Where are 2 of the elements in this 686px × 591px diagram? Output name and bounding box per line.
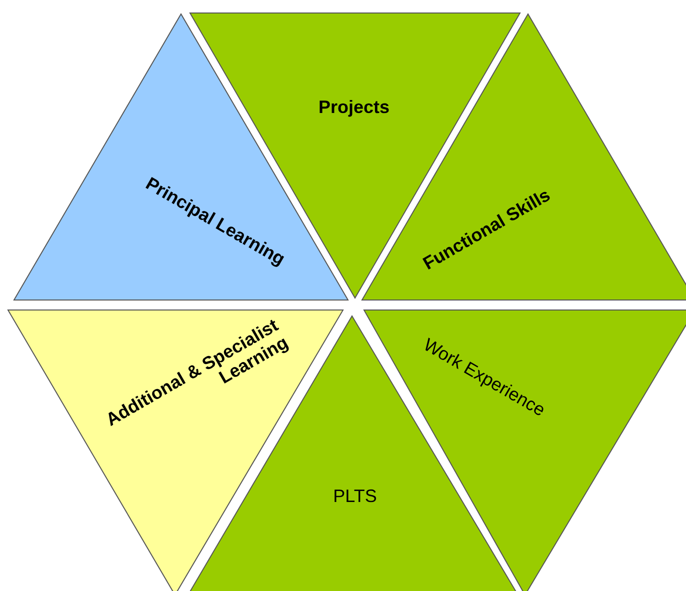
- segment-label: PLTS: [333, 487, 377, 507]
- segment-label: Projects: [318, 98, 390, 118]
